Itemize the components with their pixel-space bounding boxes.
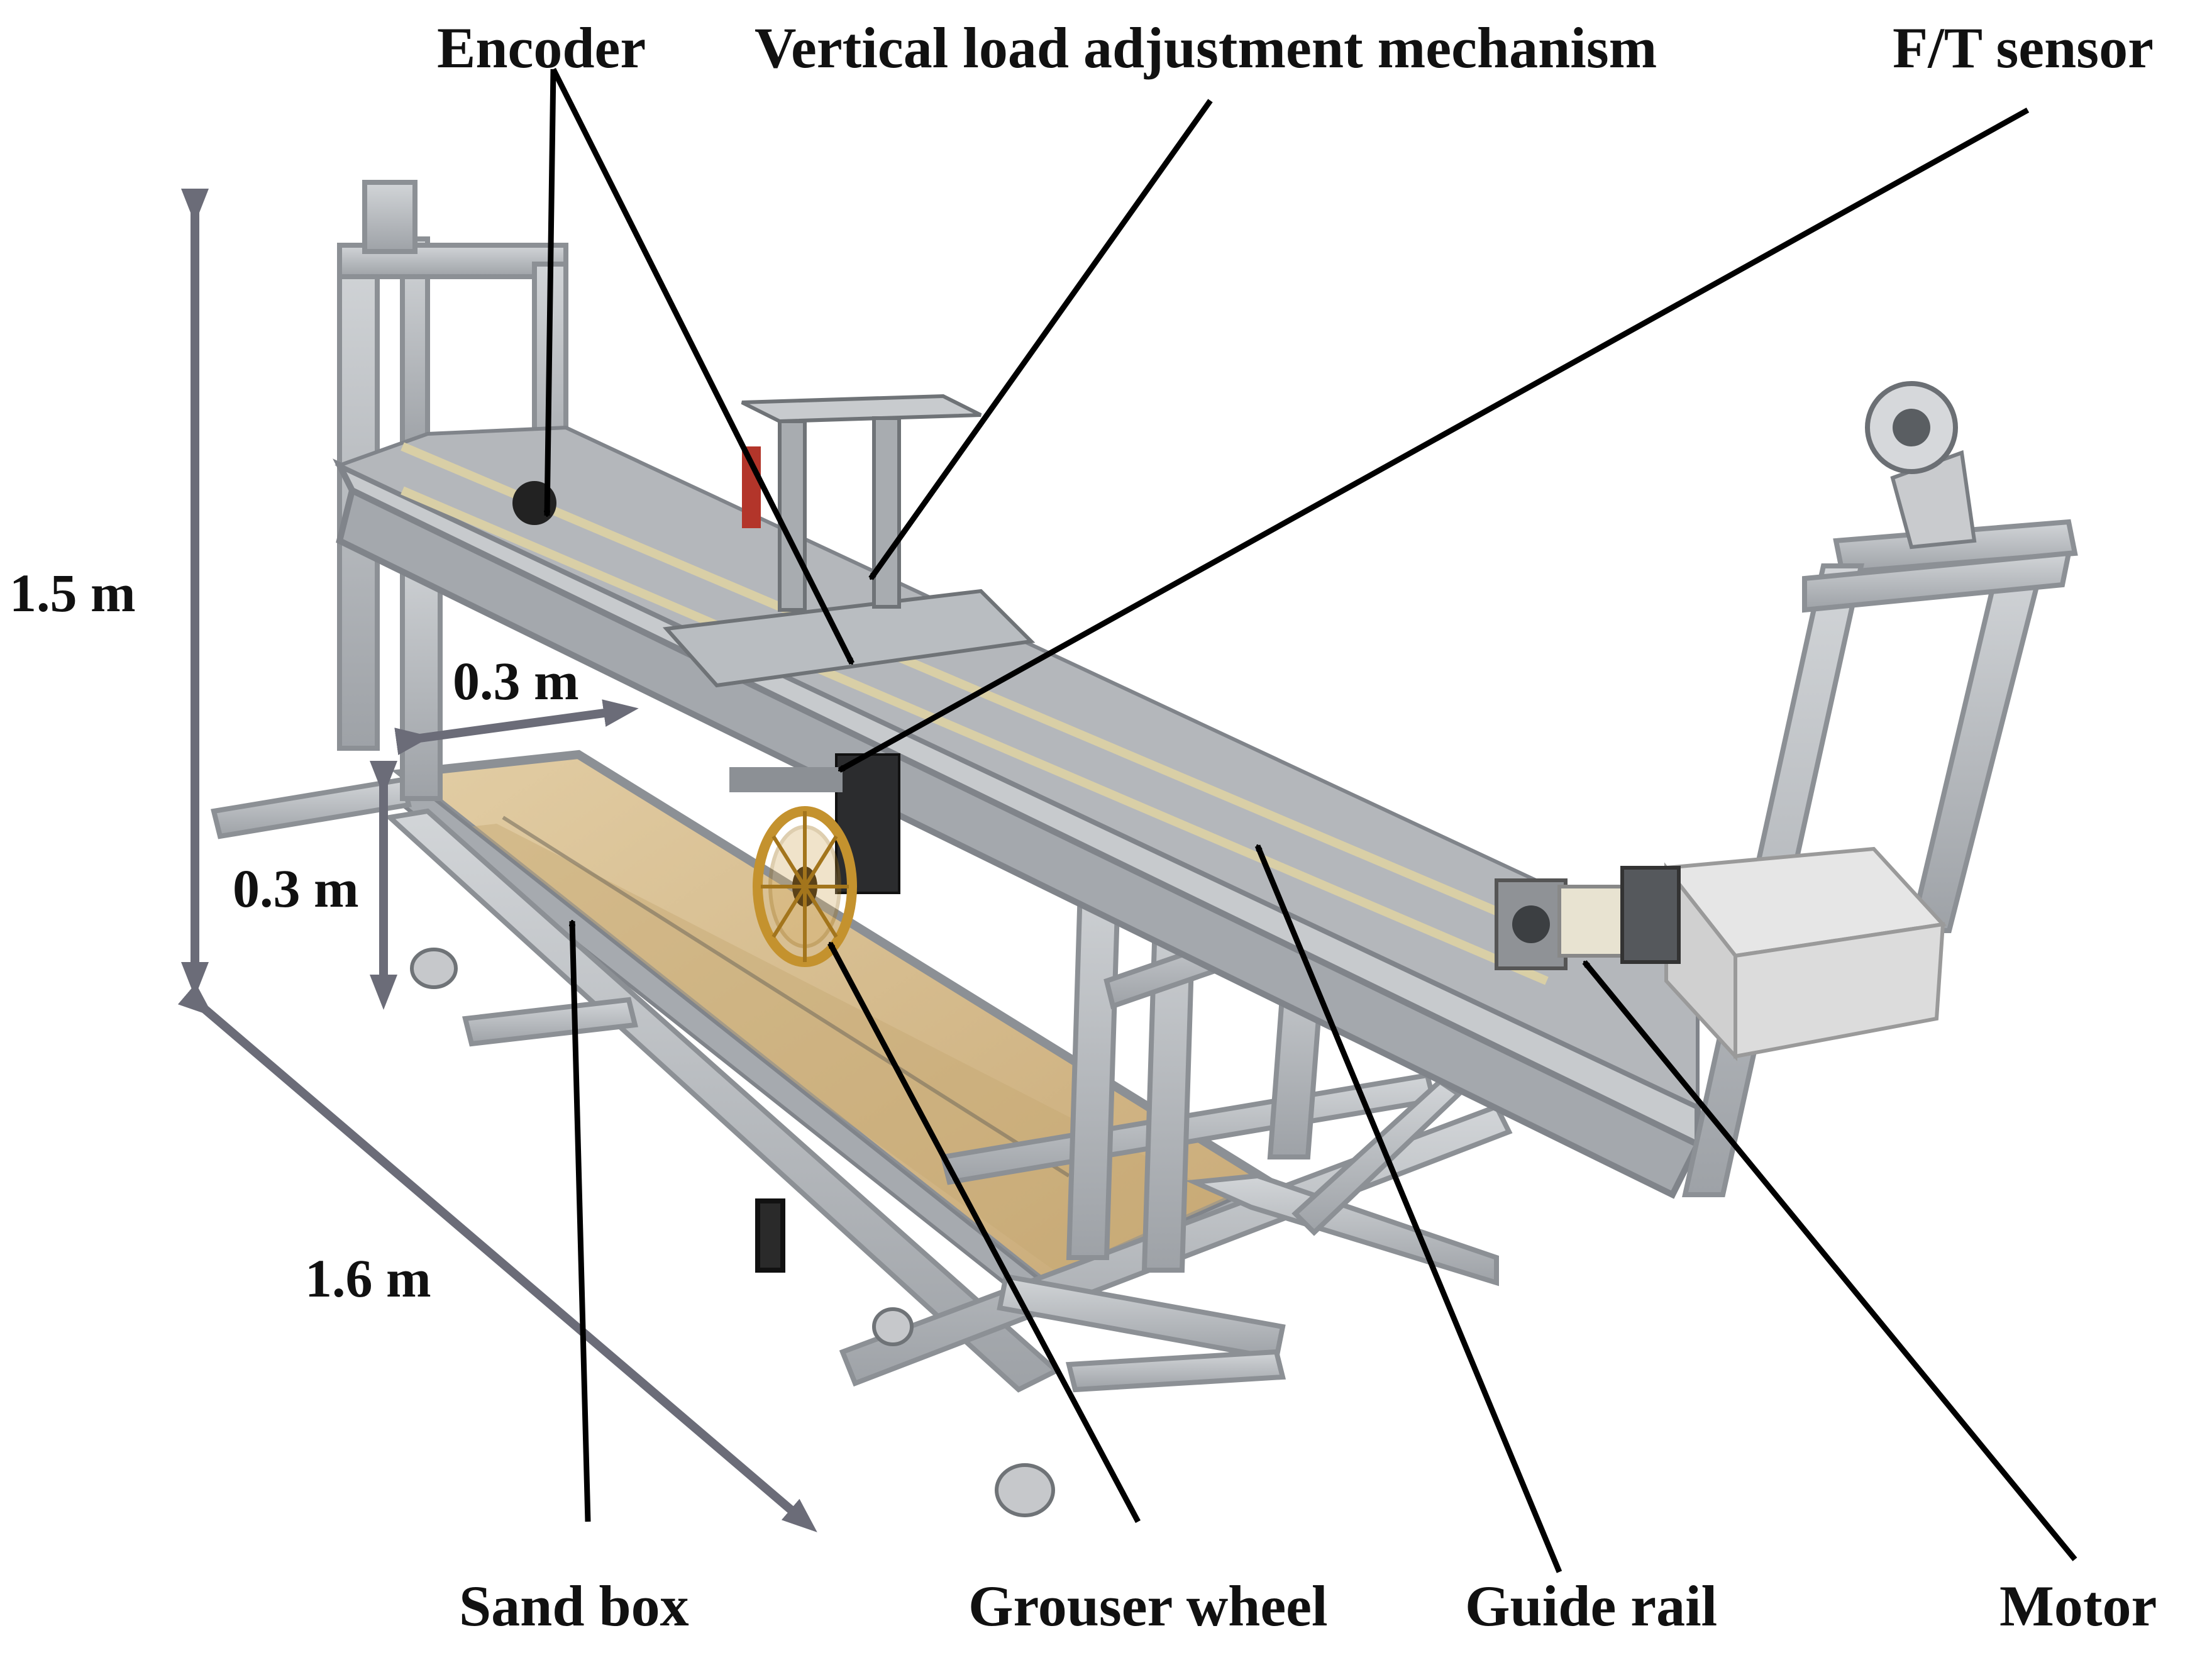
- vertical-load-label: Vertical load adjustment mechanism: [755, 16, 1657, 80]
- guide-rails: [401, 442, 1574, 985]
- guide-rail-label: Guide rail: [1465, 1574, 1718, 1638]
- width-dimension-label: 0.3 m: [453, 651, 579, 711]
- sand-box-label: Sand box: [459, 1574, 689, 1638]
- guide-rail-callout-line: [1254, 846, 1562, 1573]
- encoder-callout-line-2: [550, 67, 855, 663]
- motor-assembly: [1495, 866, 1681, 970]
- length-dimension-label: 1.6 m: [305, 1248, 431, 1309]
- length-dimension-arrow: [177, 983, 817, 1532]
- vertical-load-callout-line: [868, 99, 1213, 578]
- width-dimension-arrow: [394, 699, 639, 755]
- height-dimension-label: 1.5 m: [9, 563, 136, 623]
- top-pulley: [1865, 381, 1977, 550]
- dimension-arrows: [177, 189, 817, 1532]
- encoder-label: Encoder: [437, 16, 646, 80]
- motor-label: Motor: [1999, 1574, 2157, 1638]
- sand-box-callout-line: [572, 921, 591, 1522]
- grouser-wheel: [753, 806, 857, 967]
- depth-dimension-label: 0.3 m: [233, 858, 359, 919]
- grouser-wheel-callout-line: [827, 943, 1141, 1524]
- ft-sensor-callout-line: [839, 108, 2030, 773]
- apparatus: [211, 180, 2078, 1517]
- motor-callout-line: [1582, 962, 2077, 1561]
- ft-sensor-label: F/T sensor: [1893, 16, 2154, 80]
- middle-posts: [1066, 846, 1330, 1273]
- callout-lines: [547, 67, 2077, 1573]
- caster-wheels: [410, 948, 1055, 1517]
- grouser-wheel-label: Grouser wheel: [968, 1574, 1328, 1638]
- encoder-callout-line-1: [547, 69, 556, 516]
- carriage: [512, 394, 1036, 894]
- electronics-box: [1662, 846, 1947, 1061]
